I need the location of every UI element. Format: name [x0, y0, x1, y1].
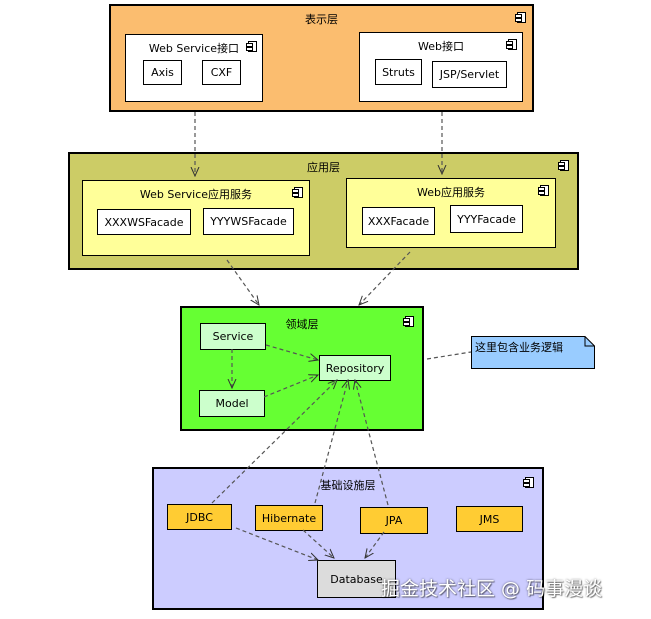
- jdbc-component: JDBC: [167, 504, 232, 530]
- jms-label: JMS: [479, 512, 500, 526]
- business-logic-note: 这里包含业务逻辑: [471, 336, 595, 369]
- application-layer-title: 应用层: [307, 161, 340, 174]
- presentation-layer: 表示层 Web Service接口 Axis CXF Web接口 Struts …: [109, 4, 534, 112]
- jpa-component: JPA: [360, 507, 428, 534]
- web-interface-group: Web接口 Struts JSP/Servlet: [359, 32, 523, 102]
- component-icon: [523, 477, 534, 488]
- component-icon: [292, 187, 303, 198]
- domain-layer-title: 领域层: [285, 318, 319, 331]
- web-app-service-title: Web应用服务: [417, 186, 485, 199]
- database-component: Database: [317, 560, 396, 598]
- arrow-hibernate-to-database: [302, 529, 334, 558]
- arrow-app-to-domain-left: [226, 259, 259, 305]
- note-shape: [471, 336, 595, 369]
- component-icon: [246, 41, 257, 52]
- arrow-app-to-domain-right: [359, 251, 411, 305]
- webservice-interface-group: Web Service接口 Axis CXF: [125, 34, 263, 102]
- cxf-component: CXF: [202, 60, 241, 85]
- arrow-jpa-to-database: [365, 531, 385, 558]
- yyywsfacade-component: YYYWSFacade: [203, 208, 294, 235]
- xxxwsfacade-component: XXXWSFacade: [97, 209, 191, 235]
- arrow-jpa-to-repository: [355, 380, 389, 506]
- arrow-service-to-repository: [265, 344, 318, 360]
- webservice-interface-title: Web Service接口: [148, 42, 240, 55]
- model-label: Model: [215, 397, 249, 410]
- struts-component: Struts: [375, 59, 422, 85]
- xxxfacade-component: XXXFacade: [362, 207, 435, 235]
- cxf-label: CXF: [210, 66, 233, 79]
- web-app-service-group: Web应用服务 XXXFacade YYYFacade: [346, 178, 556, 248]
- struts-label: Struts: [382, 65, 415, 79]
- hibernate-label: Hibernate: [261, 511, 317, 525]
- arrow-hibernate-to-repository: [314, 380, 348, 504]
- web-interface-title: Web接口: [418, 40, 464, 53]
- jsp-servlet-component: JSP/Servlet: [432, 61, 507, 88]
- domain-layer: 领域层 Service Model Repository: [180, 306, 424, 431]
- component-icon: [558, 160, 569, 171]
- webservice-app-service-title: Web Service应用服务: [139, 188, 253, 201]
- hibernate-component: Hibernate: [255, 505, 323, 531]
- database-label: Database: [330, 572, 383, 586]
- infrastructure-layer: 基础设施层 JDBC Hibernate JPA JMS Database: [152, 467, 544, 610]
- jsp-servlet-label: JSP/Servlet: [439, 68, 500, 81]
- service-label: Service: [212, 330, 254, 343]
- xxxwsfacade-label: XXXWSFacade: [104, 215, 184, 229]
- axis-component: Axis: [143, 60, 182, 85]
- repository-label: Repository: [325, 361, 385, 375]
- component-icon: [515, 12, 526, 23]
- yyywsfacade-label: YYYWSFacade: [210, 215, 287, 228]
- note-connector: [426, 351, 472, 360]
- yyyfacade-label: YYYFacade: [457, 212, 516, 226]
- watermark: 掘金技术社区 @ 码事漫谈: [381, 578, 603, 600]
- jpa-label: JPA: [385, 514, 403, 527]
- component-icon: [506, 39, 517, 50]
- model-component: Model: [199, 390, 265, 417]
- arrow-model-to-repository: [263, 375, 318, 398]
- service-component: Service: [200, 323, 266, 350]
- note-text: 这里包含业务逻辑: [475, 341, 563, 354]
- infrastructure-layer-title: 基础设施层: [320, 479, 376, 492]
- arrow-jdbc-to-database: [235, 527, 318, 560]
- axis-label: Axis: [151, 66, 174, 79]
- yyyfacade-component: YYYFacade: [450, 205, 523, 233]
- xxxfacade-label: XXXFacade: [367, 214, 430, 228]
- arrow-jdbc-to-repository: [211, 380, 337, 504]
- jdbc-label: JDBC: [186, 510, 213, 524]
- application-layer: 应用层 Web Service应用服务 XXXWSFacade YYYWSFac…: [68, 152, 579, 270]
- jms-component: JMS: [456, 506, 523, 532]
- webservice-app-service-group: Web Service应用服务 XXXWSFacade YYYWSFacade: [82, 180, 310, 256]
- component-icon: [538, 185, 549, 196]
- component-icon: [403, 316, 414, 327]
- presentation-layer-title: 表示层: [305, 13, 338, 26]
